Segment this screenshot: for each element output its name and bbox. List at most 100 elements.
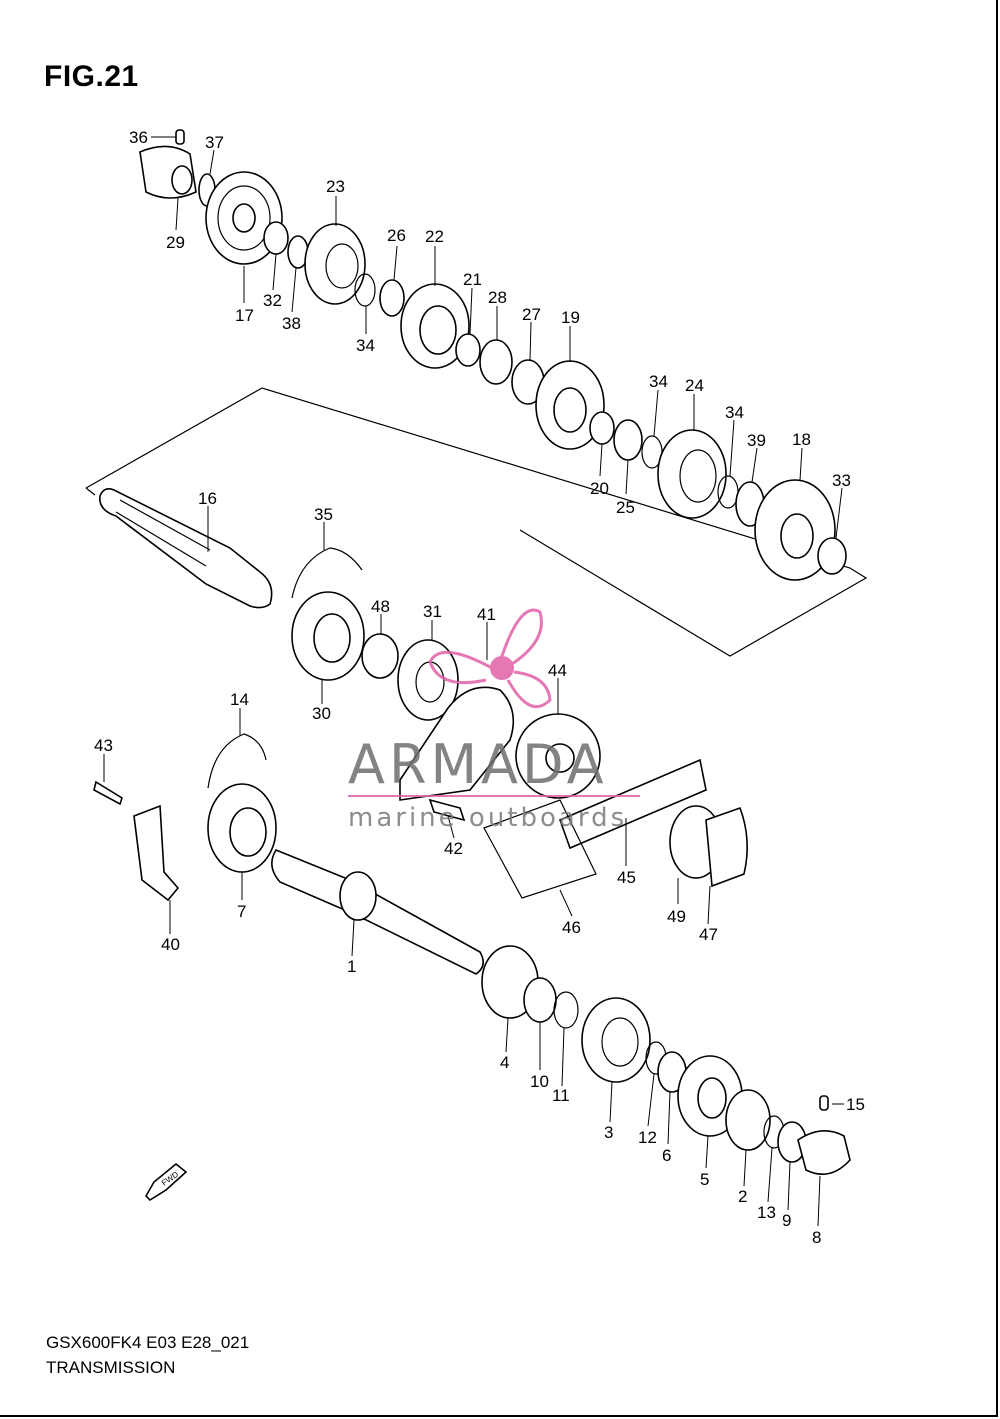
watermark-brand: ARMADA [348,733,608,796]
sprocket-44-hub [545,743,575,773]
callout-44: 44 [548,661,567,680]
washer-10 [523,977,557,1023]
leader-9 [787,1161,791,1211]
callout-16: 16 [198,489,217,508]
leader-26 [393,245,398,281]
gear-5-bore [697,1077,727,1119]
pin-15 [819,1095,829,1111]
leader-20 [599,443,603,477]
bushing-32 [263,221,289,255]
callout-49: 49 [667,907,686,926]
watermark-subtitle: marine outboards [348,803,627,833]
callout-34-b: 34 [649,372,668,391]
callout-14: 14 [230,690,249,709]
washer-26 [379,279,405,317]
gear-3 [581,997,651,1083]
nut-47 [705,806,748,888]
propeller-logo-icon [428,608,552,709]
gear-24-hub [679,449,717,503]
bushing-21 [455,333,481,367]
bushing-48 [361,633,399,679]
callout-3: 3 [604,1123,613,1142]
callout-39: 39 [747,431,766,450]
callout-13: 13 [757,1203,776,1222]
callout-7: 7 [237,902,246,921]
callout-43: 43 [94,736,113,755]
countershaft-group-outline [85,387,868,657]
callout-6: 6 [662,1146,671,1165]
callout-labels: 36 37 29 17 32 38 23 34 26 22 21 28 27 1… [94,128,865,1247]
gear-3-hub [601,1017,639,1067]
circlip-35 [291,547,363,599]
forward-arrow-icon: FWD [145,1162,188,1202]
countershaft-group-outline-left [85,487,96,496]
callout-24: 24 [685,376,704,395]
callout-2: 2 [738,1187,747,1206]
callout-11: 11 [552,1086,570,1105]
callout-31: 31 [423,602,442,621]
callout-18: 18 [792,430,811,449]
callout-42: 42 [444,839,463,858]
callout-33: 33 [832,471,851,490]
callout-28: 28 [488,288,507,307]
leader-39 [751,447,758,483]
gear-17-web [217,185,271,251]
countershaft-16 [99,488,273,609]
countershaft-gears [139,129,847,581]
callout-48: 48 [371,597,390,616]
leader-8 [817,1175,821,1227]
leader-37 [209,149,215,175]
gear-18-bore [780,513,814,559]
leader-lines [103,136,844,1227]
chain-joint-46 [483,799,597,899]
circlip-11 [553,991,579,1029]
callout-29: 29 [166,233,185,252]
callout-20: 20 [590,479,609,498]
circlip-14 [207,733,267,789]
circlip-34-a [354,273,376,307]
model-code: GSX600FK4 E03 E28_021 [46,1333,250,1352]
callout-45: 45 [617,868,636,887]
bearing-30-inner [313,613,351,663]
leader-11 [561,1027,565,1087]
callout-25: 25 [616,498,635,517]
callout-1: 1 [347,957,356,976]
figure-title: FIG.21 [44,60,139,93]
callout-12: 12 [638,1128,657,1147]
callout-40: 40 [161,935,180,954]
callout-37: 37 [205,133,224,152]
leader-42 [447,815,455,839]
gear-2 [725,1089,771,1151]
callout-34-a: 34 [356,336,375,355]
leader-32 [272,253,277,291]
leader-38 [291,267,297,313]
callout-17: 17 [235,306,254,325]
bushing-33 [817,537,847,575]
gear-19-bore [553,387,587,433]
callout-10: 10 [530,1072,549,1091]
gear-22-bore [419,305,457,355]
stopper-40 [133,804,180,902]
drive-shaft-1-gear [339,871,377,921]
countershaft-16-spline-2 [115,511,207,567]
countershaft-16-spline [119,499,211,551]
leader-27 [529,321,532,361]
bushing-20 [589,411,615,445]
leader-12 [647,1073,655,1127]
callout-27: 27 [522,305,541,324]
callout-5: 5 [700,1170,709,1189]
drive-shaft-1 [271,849,484,975]
bearing-7-inner [229,807,267,857]
callout-35: 35 [314,505,333,524]
callout-8: 8 [812,1228,821,1247]
chain-45 [558,758,707,850]
leader-6 [667,1091,671,1145]
leader-46 [559,889,573,917]
leader-5 [705,1135,709,1169]
leader-1 [351,919,355,957]
bushing-29-bore [171,165,193,195]
callout-46: 46 [562,918,581,937]
callout-41: 41 [477,605,496,624]
